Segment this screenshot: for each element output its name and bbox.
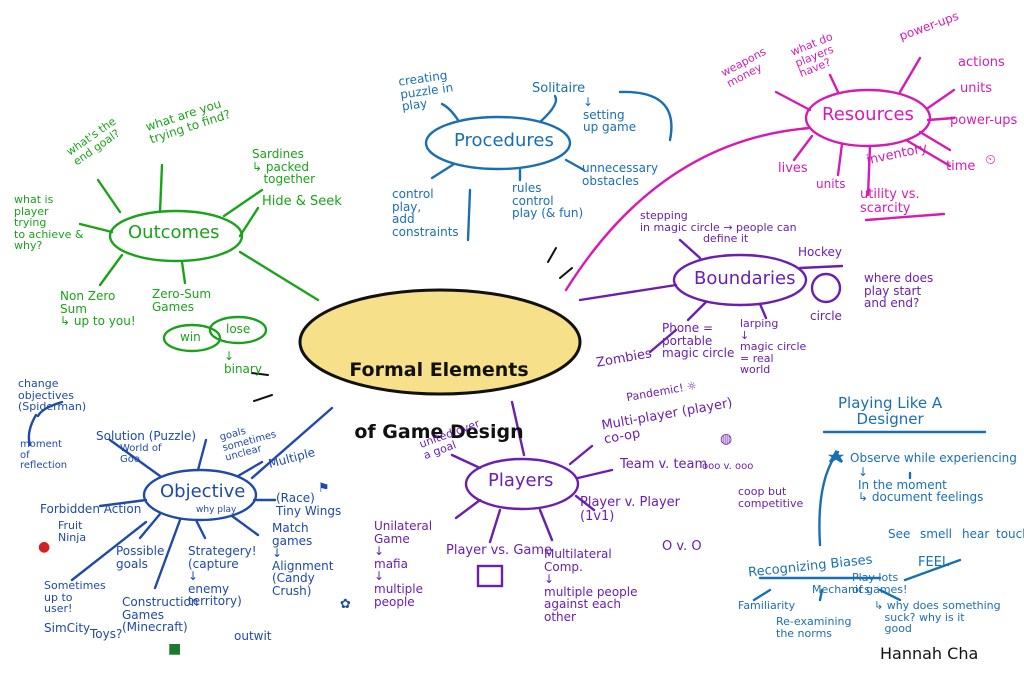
designer-title: Playing Like A Designer — [838, 394, 943, 428]
designer-familiarity: Familiarity — [738, 599, 796, 612]
procedures-unnecessary: unnecessary obstacles — [582, 161, 659, 188]
boundaries-wheredoes: where does play start and end? — [864, 271, 934, 311]
players-pvg: Player vs. Game — [446, 543, 553, 558]
designer-lines — [752, 430, 987, 602]
procedures-rules: rules control play (& fun) — [512, 181, 584, 221]
basketball-icon: ◍ — [720, 431, 733, 447]
resources-units2: units — [816, 177, 846, 191]
players-playerv: Player v. Player (1v1) — [580, 495, 680, 524]
designer-playlots: Play lots of games! — [852, 571, 908, 596]
objective-strategy: Strategery! (capture ↓ enemy territory) — [188, 544, 257, 609]
players-multilateral: Multilateral Comp. ↓ multiple people aga… — [544, 547, 638, 624]
objective-hub: Objective — [160, 481, 246, 502]
outcomes-lines — [78, 163, 320, 353]
players-lines — [450, 400, 614, 588]
outcomes-zerosum: Zero-Sum Games — [152, 287, 212, 314]
procedures-creating: creating puzzle in play — [397, 68, 454, 114]
boundaries-stepping: stepping in magic circle → people can de… — [640, 209, 797, 246]
objective-sub: why play — [196, 505, 237, 515]
outcomes-playertrying: what is player trying to achieve & why? — [14, 193, 84, 253]
flag-icon: ⚑ — [318, 481, 330, 496]
resources-hub: Resources — [822, 104, 914, 125]
procedures-settingup: ↓ setting up game — [583, 95, 637, 135]
center-title-line1: Formal Elements — [349, 358, 529, 381]
objective-match: Match games ↓ Alignment (Candy Crush) — [272, 521, 334, 598]
designer-see: See — [888, 527, 911, 541]
outcomes-hideseek: Hide & Seek — [262, 194, 342, 209]
objective-toys: Toys? — [90, 627, 123, 641]
players-ovo: O v. O — [662, 539, 702, 554]
objective-worldgoo: World of Goo — [120, 443, 162, 465]
resources-actions: actions — [958, 55, 1005, 70]
outcomes-lose: lose — [226, 322, 251, 336]
resources-lives: lives — [778, 161, 808, 176]
objective-changeobj: change objectives (Spiderman) — [18, 377, 87, 414]
boundaries-lines — [578, 238, 844, 354]
outcomes-win: win — [180, 330, 201, 344]
team-dots-icon: ooo v. ooo — [702, 461, 754, 472]
designer-touch: touch — [996, 527, 1024, 541]
boundaries-larping: larping ↓ magic circle = real world — [740, 317, 807, 377]
designer-moment: ↓ In the moment ↳ document feelings — [858, 465, 984, 505]
objective-solution: Solution (Puzzle) — [96, 429, 197, 443]
objective-possible: Possible goals — [116, 544, 165, 571]
designer-mechanics: Mechanics — [812, 583, 870, 596]
objective-race: (Race) Tiny Wings — [276, 491, 342, 518]
outcomes-nonzero: Non Zero Sum ↳ up to you! — [60, 289, 136, 329]
objective-construction: Construction Games (Minecraft) — [122, 595, 199, 635]
resources-utility: utility vs. scarcity — [860, 187, 920, 216]
outcomes-hub: Outcomes — [128, 222, 220, 243]
players-unilateral: Unilateral Game ↓ mafia ↓ multiple peopl… — [374, 519, 433, 609]
designer-smell: smell — [920, 527, 952, 541]
boundaries-circle: circle — [810, 309, 842, 323]
author-signature: Hannah Cha — [880, 644, 979, 663]
designer-feel: FEEL — [918, 555, 950, 570]
resources-lines — [564, 56, 956, 292]
objective-lines — [27, 400, 334, 590]
players-hub: Players — [488, 470, 554, 491]
candy-icon: ✿ — [340, 597, 351, 612]
objective-moment: moment of reflection — [20, 439, 68, 471]
minecraft-block-icon: ■ — [168, 641, 182, 657]
designer-whydoes: ↳ why does something suck? why is it goo… — [874, 599, 1001, 636]
designer-reexamining: Re-examining the norms — [776, 615, 852, 640]
designer-hear: hear — [962, 527, 990, 541]
center-title: Formal Elements of Game Design — [334, 318, 544, 464]
boundaries-hockey: Hockey — [798, 245, 842, 259]
center-title-line2: of Game Design — [354, 421, 524, 444]
outcomes-binary: ↓ binary — [224, 349, 262, 376]
procedures-hub: Procedures — [454, 130, 554, 151]
apple-icon: ● — [38, 539, 51, 555]
procedures-solitaire: Solitaire — [532, 81, 586, 96]
resources-units1: units — [960, 81, 992, 96]
resources-time: time — [946, 159, 976, 174]
boundaries-phone: Phone = portable magic circle — [662, 321, 735, 361]
procedures-lines — [424, 90, 673, 242]
designer-observe: Observe while experiencing — [850, 451, 1017, 465]
center-ellipse — [298, 288, 582, 396]
objective-simcity: SimCity — [44, 621, 91, 635]
outcomes-sardines: Sardines ↳ packed together — [252, 147, 316, 187]
objective-fruitninja: Fruit Ninja — [58, 519, 87, 544]
objective-outwit: outwit — [234, 629, 272, 643]
boundaries-hub: Boundaries — [694, 268, 796, 289]
players-coop: coop but competitive — [738, 485, 804, 510]
objective-sometimes: Sometimes up to user! — [44, 579, 106, 616]
resources-powerups2: power-ups — [950, 113, 1018, 128]
clock-icon: ⏲ — [985, 152, 996, 168]
procedures-control: control play, add constraints — [392, 187, 459, 239]
players-teamv: Team v. team — [620, 457, 708, 472]
objective-forbidden: Forbidden Action — [40, 502, 142, 516]
